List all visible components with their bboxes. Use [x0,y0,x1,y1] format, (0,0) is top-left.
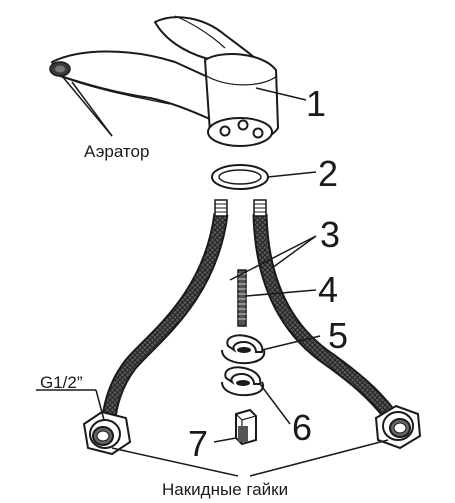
aerator-label: Аэратор [84,142,150,161]
part-number-2: 2 [318,153,339,194]
union-nuts-label: Накидные гайки [162,480,289,499]
horseshoe-washer [221,334,266,365]
fixing-nut [235,408,257,446]
part-number-3: 3 [320,214,341,255]
leader-lines [36,75,389,477]
faucet-body [51,15,279,147]
left-union-nut [82,410,132,456]
thread-size-label: G1/2” [40,373,83,392]
right-union-nut [374,404,422,450]
mounting-stud [237,269,247,327]
part-number-4: 4 [318,269,339,310]
part-number-1: 1 [306,83,327,124]
part-number-7: 7 [188,423,209,464]
mounting-bracket [221,366,264,397]
aerator-tip [49,61,71,77]
part-number-6: 6 [292,407,313,448]
left-hose [100,199,229,426]
part-number-5: 5 [328,315,349,356]
gasket-ring [211,164,269,190]
right-hose [252,199,396,420]
